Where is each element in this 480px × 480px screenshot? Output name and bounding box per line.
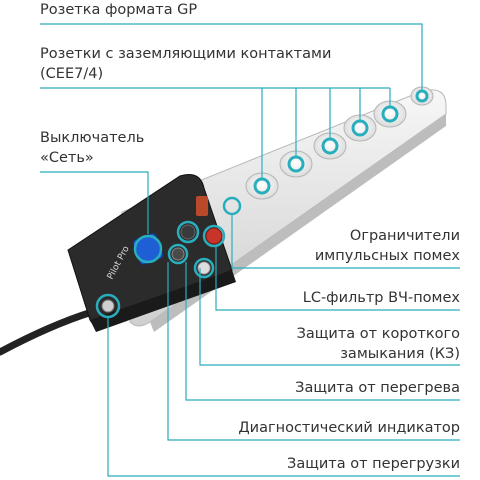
overload-reset[interactable] — [101, 299, 115, 313]
callout-diagnostic — [167, 262, 460, 441]
label-overload: Защита от перегрузки — [287, 456, 460, 472]
surge-indicator — [180, 224, 196, 240]
ring-surge — [176, 220, 200, 244]
socket-highlight-ring — [287, 155, 305, 173]
label-surge-line2: импульсных помех — [314, 248, 460, 264]
label-lc-filter: LC-фильтр ВЧ-помех — [302, 290, 460, 306]
lc-filter-component — [171, 247, 185, 261]
ring-diagnostic — [193, 257, 215, 279]
callout-overload — [107, 317, 460, 477]
callout-short — [199, 268, 460, 366]
label-grounded-sockets-line2: (CEE7/4) — [40, 66, 104, 82]
diagnostic-led — [197, 261, 211, 275]
label-switch-line2: «Сеть» — [40, 150, 94, 166]
callout-gp-socket — [40, 23, 423, 92]
ring-short — [202, 224, 226, 248]
label-switch-line1: Выключатель — [40, 130, 145, 146]
ring-switch — [133, 234, 163, 264]
callout-switch — [40, 171, 149, 234]
label-gp-socket: Розетка формата GP — [40, 2, 198, 18]
socket-highlight-ring — [321, 137, 339, 155]
power-cable — [0, 308, 96, 356]
red-button[interactable] — [205, 227, 223, 245]
socket-highlight-ring — [351, 119, 369, 137]
callout-surge — [231, 214, 460, 269]
socket-highlight-ring — [253, 177, 271, 195]
callout-overheat — [185, 262, 460, 401]
callout-lines — [40, 23, 460, 477]
socket-highlight-ring — [381, 105, 399, 123]
label-overheat: Защита от перегрева — [295, 380, 460, 396]
label-short-circuit-line2: замыкания (КЗ) — [340, 346, 460, 362]
label-short-circuit-line1: Защита от короткого — [296, 326, 460, 342]
label-grounded-sockets-line1: Розетки с заземляющими контактами — [40, 46, 332, 62]
callout-lc — [215, 246, 460, 311]
label-surge-line1: Ограничители — [349, 228, 460, 244]
ring-lc — [167, 243, 189, 265]
label-diagnostic: Диагностический индикатор — [238, 420, 460, 436]
breaker-switch[interactable] — [196, 196, 208, 216]
